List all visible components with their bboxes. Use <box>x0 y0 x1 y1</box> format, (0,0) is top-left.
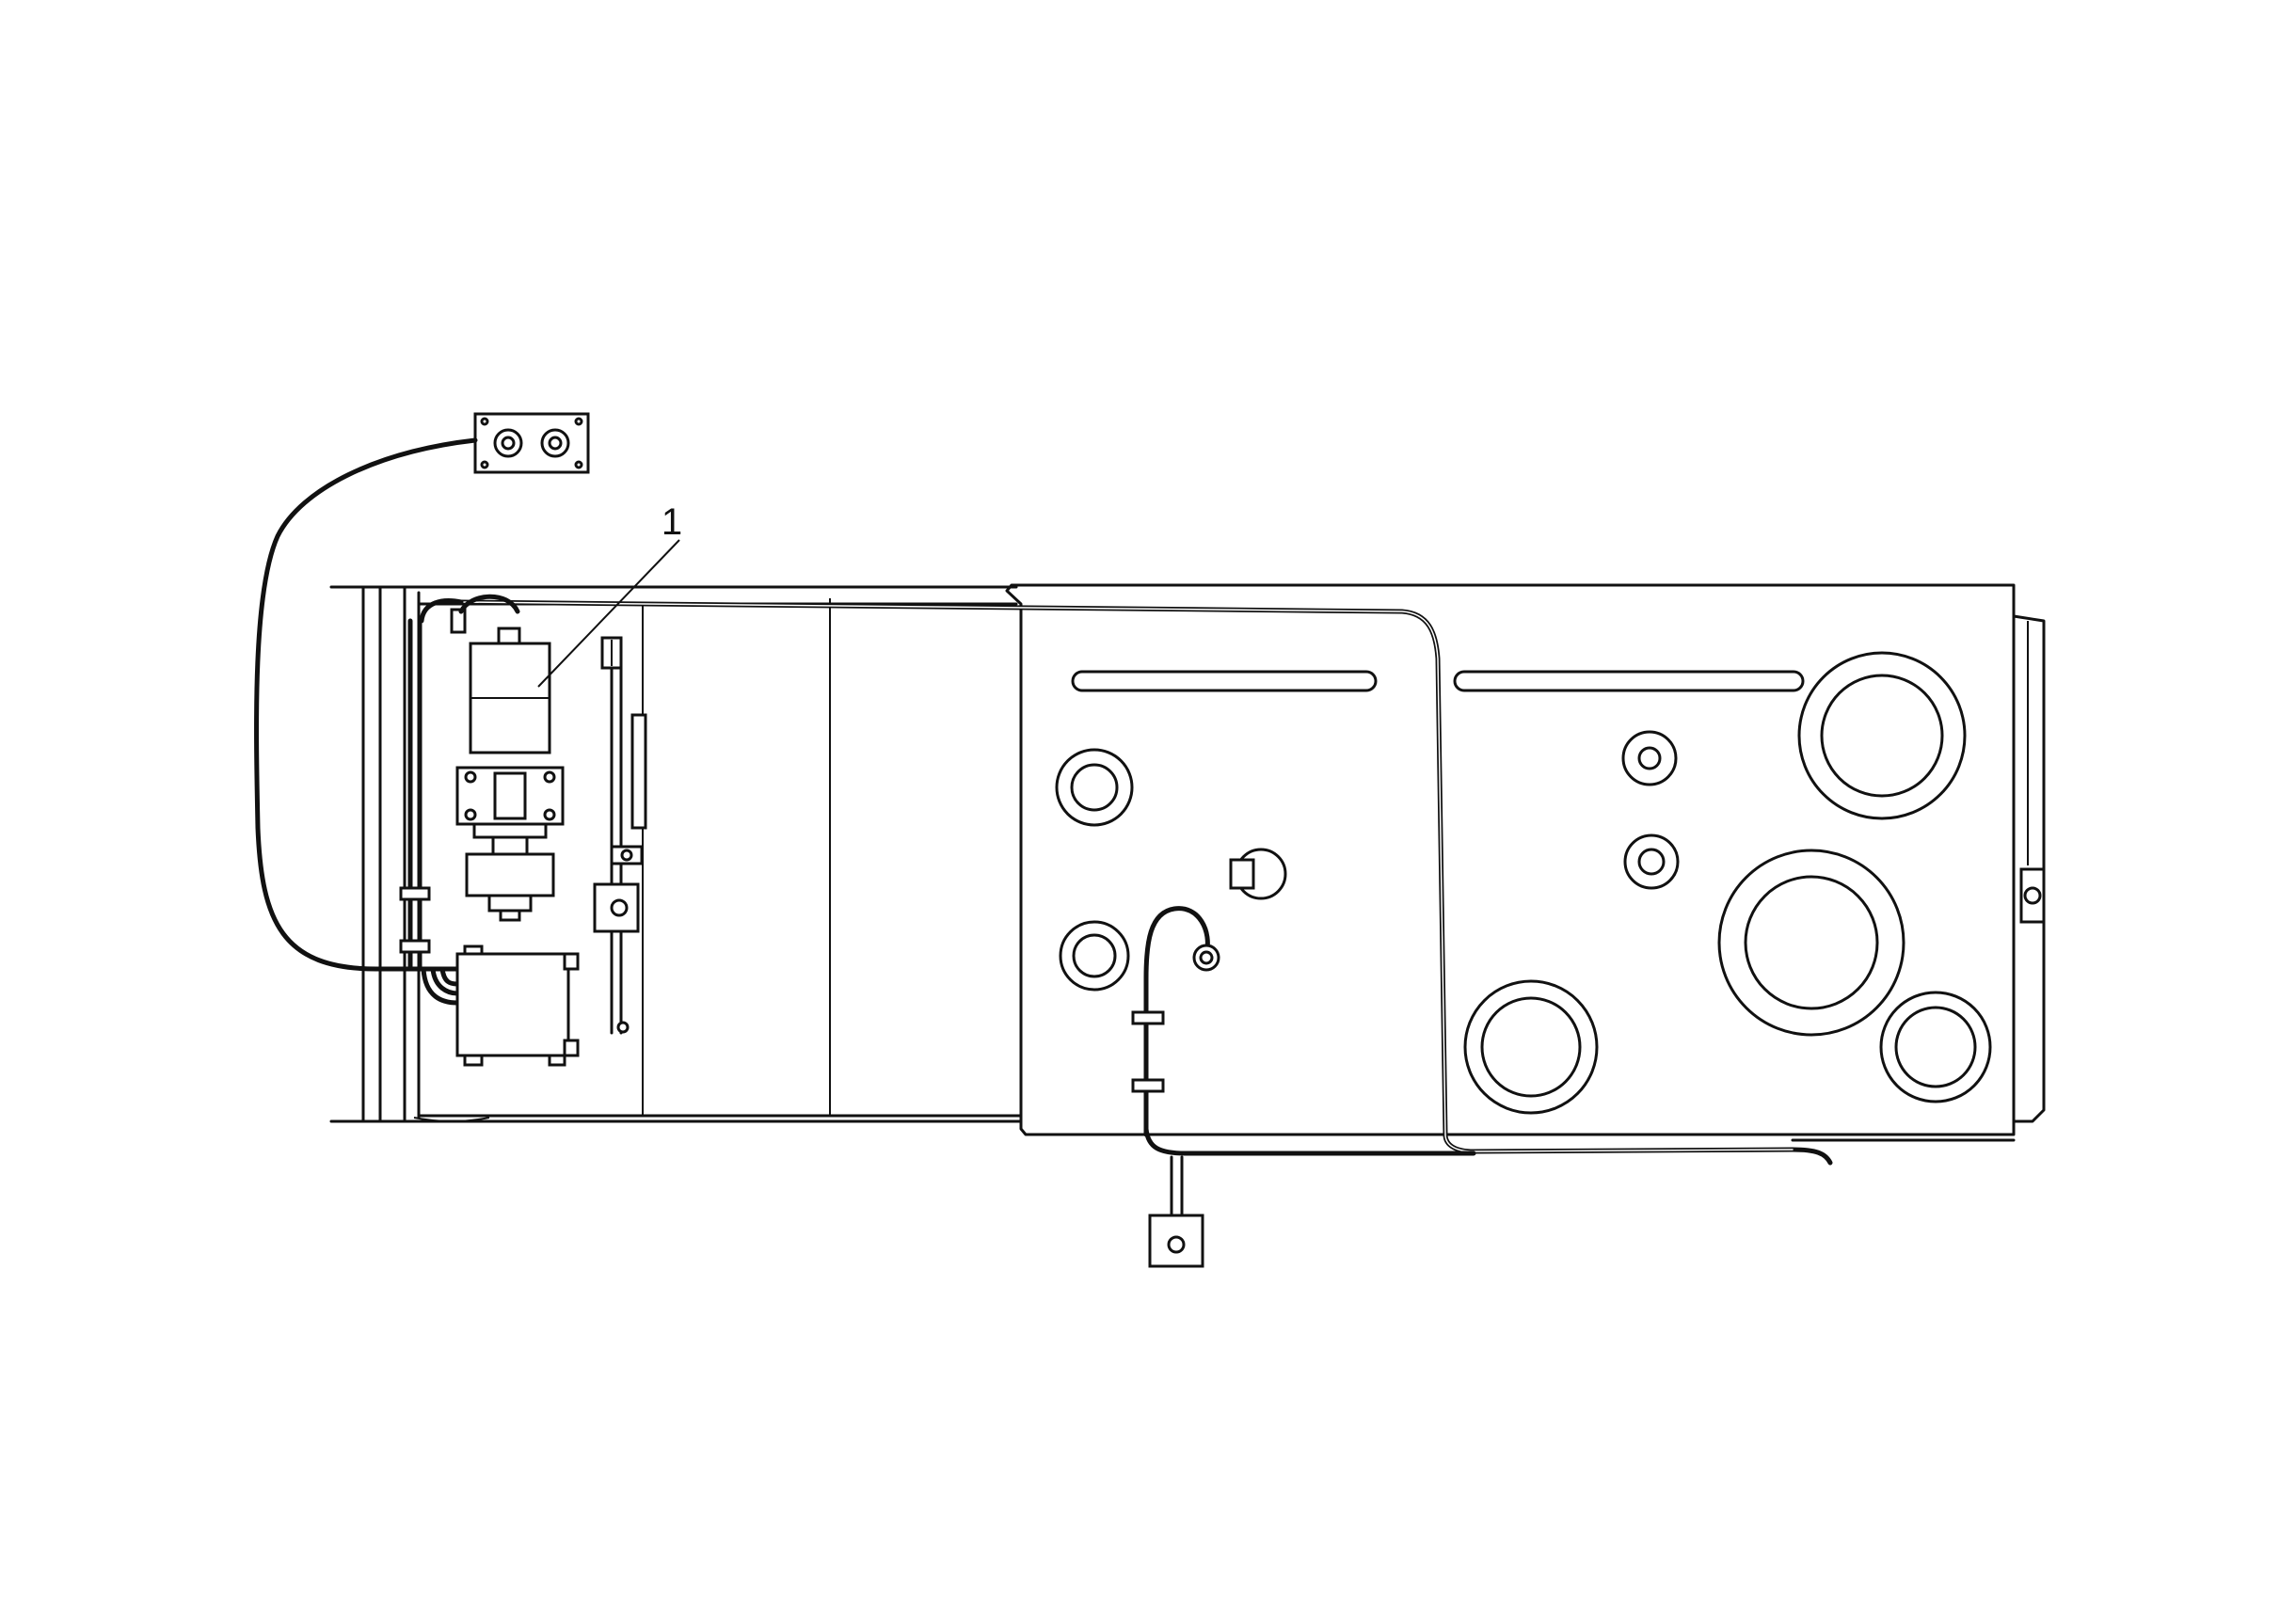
slot-left <box>1071 670 1378 692</box>
main-wire-harness <box>399 594 1833 1166</box>
remote-connector-box <box>473 412 590 474</box>
side-bracket <box>593 636 647 1035</box>
callout-1: 1 <box>537 501 682 688</box>
sensor-cable <box>1131 906 1476 1268</box>
valve-assembly <box>455 766 565 922</box>
slot-right <box>1453 670 1805 692</box>
remote-cable <box>254 437 478 972</box>
callout-1-label: 1 <box>662 501 682 543</box>
left-frame-rails <box>329 585 1023 1123</box>
plate-holes <box>1055 651 1992 1115</box>
component-1-solenoid <box>469 627 551 754</box>
main-mounting-plate <box>1005 583 2046 1142</box>
lower-control-module <box>455 944 580 1067</box>
